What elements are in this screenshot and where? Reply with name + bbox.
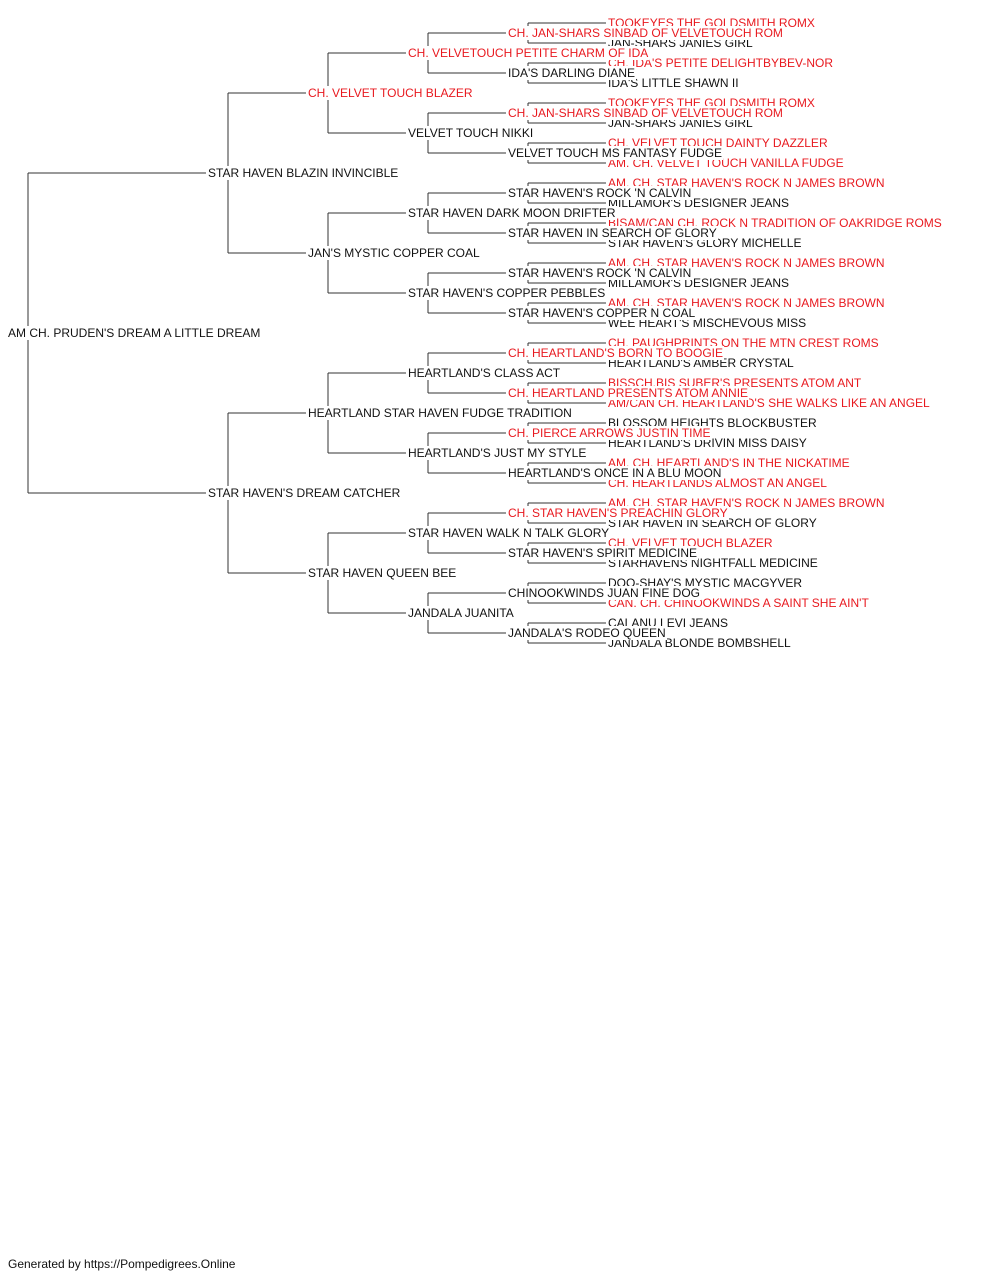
footer-credit: Generated by https://Pompedigrees.Online (8, 1257, 236, 1271)
dog-name-sire-sire-dam: VELVET TOUCH NIKKI (408, 126, 535, 140)
dog-name-dam-sire: HEARTLAND STAR HAVEN FUDGE TRADITION (308, 406, 573, 420)
dog-name-dam-sire-dam-sire: CH. PIERCE ARROWS JUSTIN TIME (508, 426, 712, 440)
dog-name-sire-dam-sire-dam: STAR HAVEN IN SEARCH OF GLORY (508, 226, 718, 240)
dog-name-sire-dam-sire: STAR HAVEN DARK MOON DRIFTER (408, 206, 617, 220)
dog-name-sire-dam-dam: STAR HAVEN'S COPPER PEBBLES (408, 286, 607, 300)
dog-name-sire-sire-sire: CH. VELVETOUCH PETITE CHARM OF IDA (408, 46, 650, 60)
dog-name-sire-sire-sire-dam-sire: CH. IDA'S PETITE DELIGHTBYBEV-NOR (608, 56, 834, 70)
dog-name-sire-dam-dam-sire: STAR HAVEN'S ROCK 'N CALVIN (508, 266, 693, 280)
dog-name-dam-dam-dam-sire: CHINOOKWINDS JUAN FINE DOG (508, 586, 702, 600)
dog-name-sire-dam-dam-dam: STAR HAVEN'S COPPER N COAL (508, 306, 697, 320)
dog-name-dam: STAR HAVEN'S DREAM CATCHER (208, 486, 402, 500)
dog-name-sire-sire-dam-dam: VELVET TOUCH MS FANTASY FUDGE (508, 146, 724, 160)
dog-name-sire-sire-sire-dam: IDA'S DARLING DIANE (508, 66, 636, 80)
dog-name-dam-dam: STAR HAVEN QUEEN BEE (308, 566, 458, 580)
dog-name-sire-sire: CH. VELVET TOUCH BLAZER (308, 86, 474, 100)
dog-name-sire: STAR HAVEN BLAZIN INVINCIBLE (208, 166, 400, 180)
dog-name-dam-sire-dam-dam: HEARTLAND'S ONCE IN A BLU MOON (508, 466, 723, 480)
dog-name-dam-sire-sire-sire: CH. HEARTLAND'S BORN TO BOOGIE (508, 346, 725, 360)
dog-name-dam-sire-dam: HEARTLAND'S JUST MY STYLE (408, 446, 588, 460)
dog-name-subject: AM CH. PRUDEN'S DREAM A LITTLE DREAM (8, 326, 262, 340)
dog-name-sire-sire-sire-sire: CH. JAN-SHARS SINBAD OF VELVETOUCH ROM (508, 26, 784, 40)
dog-name-dam-sire-sire: HEARTLAND'S CLASS ACT (408, 366, 562, 380)
dog-name-dam-dam-dam: JANDALA JUANITA (408, 606, 515, 620)
dog-name-sire-dam-sire-sire: STAR HAVEN'S ROCK 'N CALVIN (508, 186, 693, 200)
dog-name-dam-dam-dam-dam: JANDALA'S RODEO QUEEN (508, 626, 667, 640)
dog-name-sire-dam: JAN'S MYSTIC COPPER COAL (308, 246, 481, 260)
dog-name-dam-dam-sire-dam: STAR HAVEN'S SPIRIT MEDICINE (508, 546, 698, 560)
dog-name-sire-sire-sire-dam-dam: IDA'S LITTLE SHAWN II (608, 76, 740, 90)
dog-name-sire-sire-dam-sire: CH. JAN-SHARS SINBAD OF VELVETOUCH ROM (508, 106, 784, 120)
dog-name-dam-dam-sire: STAR HAVEN WALK N TALK GLORY (408, 526, 611, 540)
dog-name-dam-sire-sire-dam: CH. HEARTLAND PRESENTS ATOM ANNIE (508, 386, 750, 400)
dog-name-dam-dam-sire-sire: CH. STAR HAVEN'S PREACHIN GLORY (508, 506, 729, 520)
